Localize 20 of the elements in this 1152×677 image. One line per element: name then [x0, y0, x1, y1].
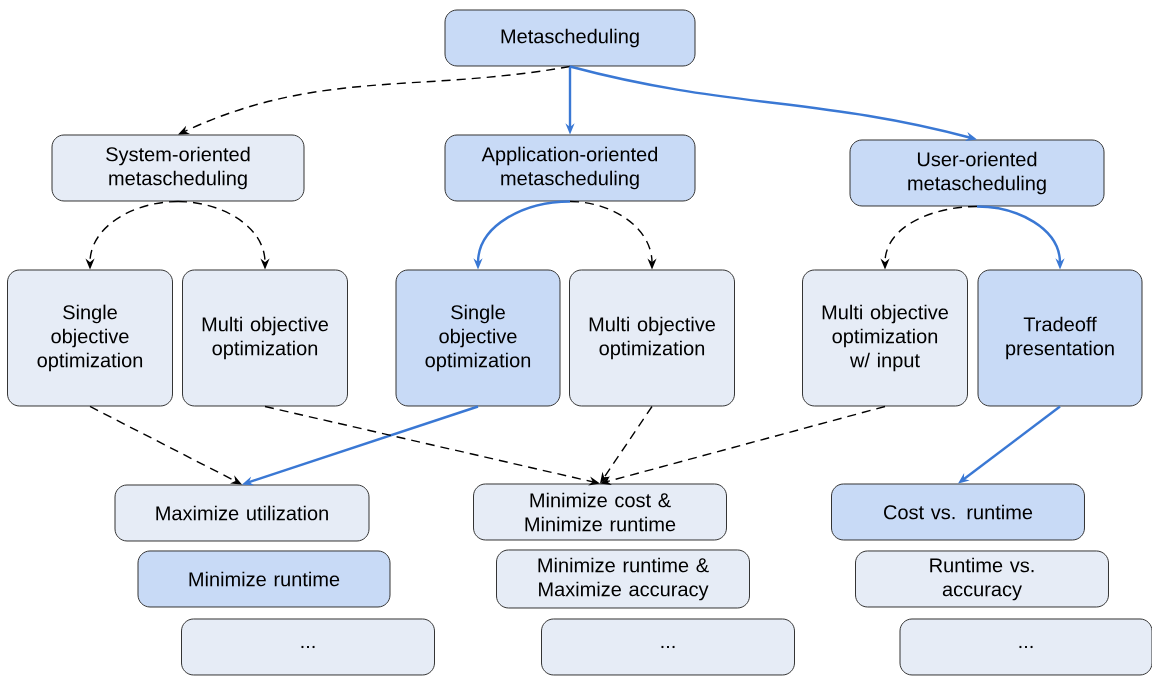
- process-box: Multi objective optimization: [182, 269, 348, 407]
- arrow: [89, 405, 242, 485]
- process-box: ...: [899, 618, 1152, 676]
- process-box: Cost vs. runtime: [831, 483, 1085, 541]
- process-box: Maximize utilization: [114, 484, 370, 542]
- process-box: Single objective optimization: [395, 269, 561, 407]
- process-box: Multi objective optimization w/ input: [802, 269, 968, 407]
- process-box: Single objective optimization: [7, 269, 173, 407]
- process-box: ...: [181, 618, 435, 676]
- process-box: User-oriented metascheduling: [849, 139, 1105, 207]
- process-box: Application-oriented metascheduling: [444, 134, 696, 202]
- process-box: Runtime vs. accuracy: [855, 550, 1109, 608]
- process-box: System-oriented metascheduling: [51, 134, 305, 202]
- process-box: Tradeoff presentation: [977, 269, 1143, 407]
- process-box: Minimize runtime: [137, 550, 391, 608]
- process-box: Metascheduling: [444, 9, 696, 67]
- process-box: Multi objective optimization: [569, 269, 735, 407]
- process-box: ...: [541, 618, 795, 676]
- process-box: Minimize runtime & Maximize accuracy: [496, 549, 750, 609]
- process-box: Minimize cost & Minimize runtime: [473, 483, 727, 541]
